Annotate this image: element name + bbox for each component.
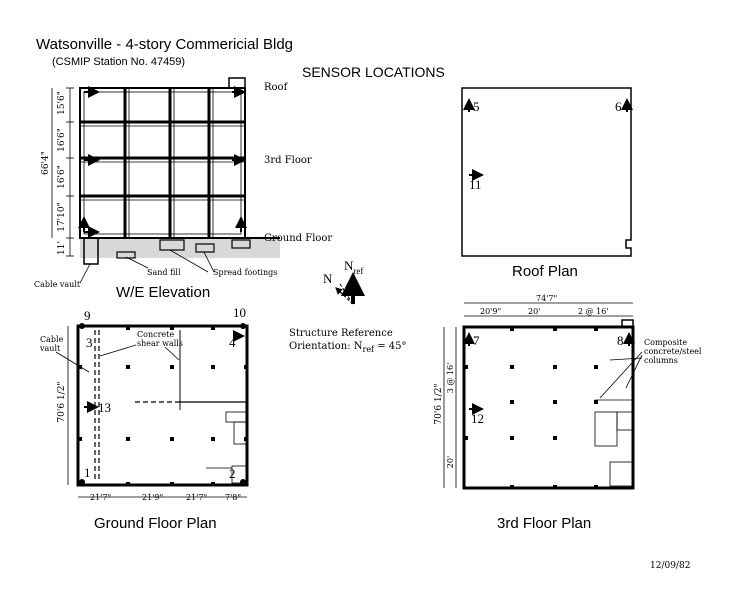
composite-columns-3: columns [644, 356, 678, 365]
penthouse [228, 77, 246, 89]
north-ref-label: Nref [344, 258, 363, 276]
ground-depth: 70'6 1/2" [57, 381, 67, 422]
sensor-label-3: 3 [86, 335, 93, 350]
north-arrow [335, 287, 354, 305]
orientation-sub: ref [363, 345, 376, 354]
orientation-text-2: Orientation: Nref = 45° [289, 341, 407, 354]
third-depth: 70'6 1/2" [434, 383, 444, 424]
total-height: 66'4" [41, 151, 51, 175]
orientation-indicator: N Nref Structure Reference Orientation: … [289, 258, 407, 354]
ground-cable-vault-1: Cable [40, 335, 64, 344]
third-bay-1: 20'9" [480, 307, 501, 316]
sand-fill-label: Sand fill [147, 268, 181, 277]
story-height-2: 16'6" [57, 165, 67, 189]
station-number: (CSMIP Station No. 47459) [52, 56, 185, 68]
footing [231, 239, 251, 249]
composite-columns-2: concrete/steel [644, 347, 702, 356]
story-height-1: 17'10" [57, 202, 67, 232]
footing [195, 243, 215, 253]
story-height-3: 16'6" [57, 128, 67, 152]
elevation-title: W/E Elevation [116, 284, 210, 301]
third-bay-2: 20' [528, 307, 540, 316]
orientation-prefix: Orientation: N [289, 341, 363, 352]
north-label: N [323, 271, 333, 286]
composite-columns-1: Composite [644, 338, 687, 347]
third-bay-3: 2 @ 16' [578, 307, 609, 316]
level-roof: Roof [264, 82, 289, 93]
north-ref-sub: ref [353, 266, 363, 276]
footing [116, 251, 136, 259]
drawing-date: 12/09/82 [650, 561, 690, 571]
ground-floor-plan: 9 10 3 4 13 1 2 Cable vault Concrete she… [39, 305, 249, 532]
footing [159, 239, 185, 251]
elevation-drawing: 15'6" 16'6" 16'6" 17'10" 11' 66'4" Roof … [34, 77, 332, 301]
third-overall: 74'7" [536, 294, 557, 303]
cable-vault-box [83, 237, 99, 265]
ground-bay-1: 21'7" [90, 493, 111, 502]
elevation-frame [79, 87, 246, 239]
sensor-label-10: 10 [233, 305, 246, 320]
north-ref-n: N [344, 258, 354, 273]
sensor-label-13: 13 [98, 400, 111, 415]
third-depth-part-2: 20' [446, 456, 455, 468]
orientation-text-1: Structure Reference [289, 328, 393, 339]
basement-height: 11' [57, 241, 67, 255]
sensor-label-9: 9 [84, 308, 91, 323]
ground-floor-title: Ground Floor Plan [94, 515, 217, 532]
ground-bay-2: 21'9" [142, 493, 163, 502]
story-height-4: 15'6" [57, 91, 67, 115]
roof-outline [461, 87, 632, 257]
third-depth-part-1: 3 @ 16' [446, 363, 455, 394]
roof-plan: 5 6 11 Roof Plan [461, 87, 633, 280]
ground-bay-3: 21'7" [186, 493, 207, 502]
shear-walls-2: shear walls [137, 339, 183, 348]
roof-plan-title: Roof Plan [512, 263, 578, 280]
third-floor-plan: 74'7" 20'9" 20' 2 @ 16' 7 8 12 70'6 1/2" [434, 294, 702, 532]
soil-fill [80, 238, 280, 258]
third-outline [462, 325, 635, 490]
elevation-sensor-arrows [78, 86, 247, 238]
sensor-locations-heading: SENSOR LOCATIONS [302, 64, 445, 80]
third-columns [464, 327, 598, 489]
orientation-suffix: = 45° [374, 341, 406, 352]
level-third-floor: 3rd Floor [264, 155, 312, 166]
cable-vault-label: Cable vault [34, 280, 81, 289]
spread-footings-label: Spread footings [213, 268, 277, 277]
page-title: Watsonville - 4-story Commericial Bldg [36, 36, 293, 53]
sensor-label-8: 8 [617, 333, 624, 348]
ground-outline [76, 324, 249, 487]
sensor-label-2: 2 [229, 466, 236, 481]
sensor-label-11: 11 [469, 177, 482, 192]
sensor-label-5: 5 [473, 99, 480, 114]
sensor-label-6: 6 [615, 99, 622, 114]
sensor-label-1: 1 [84, 465, 91, 480]
ground-bay-4: 7'8" [225, 493, 241, 502]
shear-walls-1: Concrete [137, 330, 174, 339]
ground-cable-vault-2: vault [39, 344, 61, 353]
level-ground-floor: Ground Floor [264, 233, 332, 244]
sensor-label-4: 4 [229, 335, 236, 350]
sensor-label-7: 7 [473, 333, 480, 348]
third-floor-title: 3rd Floor Plan [497, 515, 591, 532]
sensor-label-12: 12 [471, 411, 484, 426]
